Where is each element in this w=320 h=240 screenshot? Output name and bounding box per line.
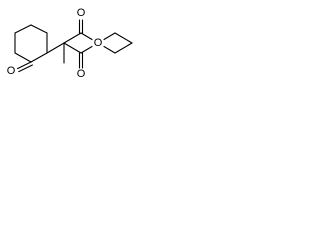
ring-to-quaternary-carbon-bond — [46, 42, 65, 54]
quaternary-carbon-group — [46, 42, 65, 64]
ring-bond-c1-c2 — [30, 24, 48, 34]
ring-bond-c3-c4 — [30, 52, 48, 63]
ketone-double-bond-b — [18, 64, 33, 73]
upper-ester-c-o-bond — [80, 32, 93, 41]
upper-ether-oxygen-label: O — [94, 37, 103, 49]
ketone-oxygen-label: O — [7, 65, 16, 77]
upper-ch2-ch3-bond — [114, 32, 133, 44]
cyclohexanone-ring — [14, 24, 48, 63]
ring-bond-c6-c1 — [14, 24, 32, 34]
upper-o-ch2-bond — [103, 32, 116, 41]
lower-o-ch2-bond — [103, 45, 116, 54]
ketone-group: O — [7, 61, 33, 77]
chemical-structure-diagram: O O O O — [7, 7, 133, 80]
lower-carbonyl-oxygen-label: O — [77, 68, 86, 80]
upper-carbonyl-oxygen-label: O — [77, 7, 86, 19]
lower-ester-bond-to-carbonyl — [63, 42, 82, 54]
lower-ch2-ch3-bond — [114, 42, 133, 54]
upper-ester-bond-to-carbonyl — [63, 32, 82, 44]
lower-ethyl-ester: O — [63, 42, 133, 80]
upper-ethyl-ester: O O — [63, 7, 133, 49]
ketone-double-bond-a — [16, 61, 32, 70]
ring-bond-c4-c5 — [14, 52, 32, 63]
lower-ester-c-o-bond — [80, 45, 93, 54]
